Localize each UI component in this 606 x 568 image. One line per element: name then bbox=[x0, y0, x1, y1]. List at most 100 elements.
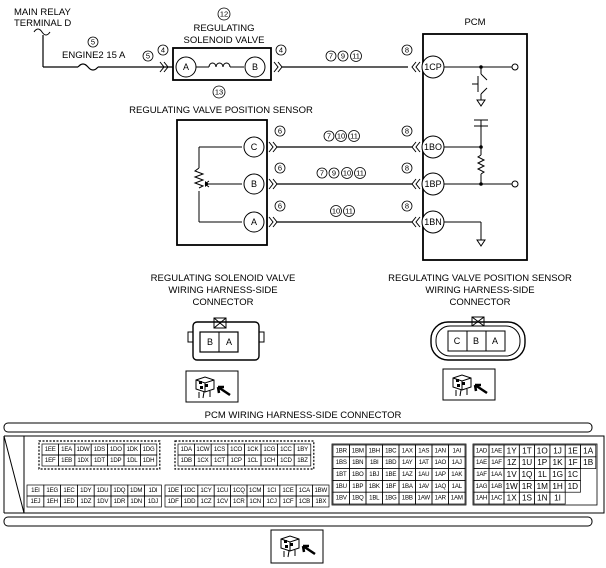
svg-text:6: 6 bbox=[278, 202, 282, 211]
pcm-pin-cell: 1CN bbox=[246, 495, 264, 508]
pcm-pin-cell: 1F bbox=[564, 456, 581, 469]
pcm-pin-cell: 1BV bbox=[332, 491, 350, 505]
svg-text:1EH: 1EH bbox=[47, 498, 58, 505]
pcm-pin-cell: 1AJ bbox=[448, 456, 466, 469]
svg-text:1CH: 1CH bbox=[264, 457, 276, 464]
sen-conn-label-3: CONNECTOR bbox=[449, 297, 510, 308]
pcm-pin-cell: 1CD bbox=[277, 454, 295, 467]
svg-text:1DY: 1DY bbox=[80, 487, 91, 494]
pcm-pin-cell: 1CX bbox=[194, 454, 212, 467]
svg-text:5: 5 bbox=[91, 38, 95, 47]
svg-text:1R: 1R bbox=[522, 482, 533, 491]
sensor-face-pin-b: B bbox=[473, 336, 479, 346]
pcm-pin-cell: 1K bbox=[549, 456, 566, 469]
pcm-pin-cell: 1EB bbox=[58, 454, 76, 467]
sol-conn-label-3: CONNECTOR bbox=[192, 297, 253, 308]
svg-text:1EE: 1EE bbox=[45, 446, 56, 453]
pcm-pin-cell: 1M bbox=[534, 480, 551, 493]
svg-text:1DA: 1DA bbox=[181, 446, 193, 453]
pcm-pin-cell: 1BR bbox=[332, 444, 350, 458]
pcm-pin-cell: 1P bbox=[534, 456, 551, 469]
svg-text:1AT: 1AT bbox=[419, 459, 430, 466]
svg-text:8: 8 bbox=[405, 127, 409, 136]
svg-text:1AY: 1AY bbox=[402, 459, 413, 466]
svg-text:1AL: 1AL bbox=[452, 483, 463, 490]
svg-text:1CT: 1CT bbox=[214, 457, 225, 464]
svg-text:1O: 1O bbox=[537, 446, 548, 455]
pcm-pin-cell: 1ED bbox=[60, 495, 78, 508]
pcm-pin-cell: 1AC bbox=[488, 491, 505, 505]
pcm-pin-cell: 1CG bbox=[260, 443, 278, 456]
pcm-pin-cell: 1EJ bbox=[26, 495, 45, 508]
pcm-pin-cell: 1BA bbox=[398, 480, 416, 493]
svg-text:B: B bbox=[252, 62, 258, 72]
svg-text:1DX: 1DX bbox=[77, 457, 88, 464]
svg-text:C: C bbox=[251, 142, 258, 152]
svg-text:1CB: 1CB bbox=[299, 498, 310, 505]
svg-text:1EC: 1EC bbox=[63, 487, 75, 494]
svg-text:1V: 1V bbox=[507, 470, 518, 479]
pcm-pin-cell: 1AI bbox=[448, 444, 466, 458]
circled-9-row3: 9 bbox=[328, 167, 340, 179]
svg-text:1BO: 1BO bbox=[352, 471, 364, 478]
svg-text:13: 13 bbox=[215, 88, 223, 97]
svg-text:1L: 1L bbox=[538, 470, 548, 479]
pcm-pin-1cp: 1CP bbox=[421, 55, 445, 79]
svg-text:1T: 1T bbox=[522, 446, 532, 455]
pcm-pin-cell: 1BS bbox=[332, 456, 350, 469]
svg-text:1EB: 1EB bbox=[61, 457, 72, 464]
svg-text:1CS: 1CS bbox=[214, 446, 225, 453]
pcm-pin-cell: 1CU bbox=[213, 484, 231, 497]
svg-text:1I: 1I bbox=[554, 494, 561, 503]
sensor-pin-c: C bbox=[243, 136, 265, 158]
pcm-pin-cell: 1EA bbox=[58, 443, 76, 456]
svg-text:1EJ: 1EJ bbox=[30, 498, 40, 505]
pcm-pin-cell: 1DJ bbox=[144, 495, 162, 508]
main-relay-wire-symbol bbox=[33, 28, 51, 36]
pcm-pin-cell: 1CQ bbox=[230, 484, 248, 497]
circled-6-row3: 6 bbox=[274, 162, 286, 174]
pcm-pin-cell: 1EG bbox=[43, 484, 61, 497]
pcm-pin-cell: 1Z bbox=[503, 456, 520, 469]
svg-text:1AU: 1AU bbox=[418, 471, 429, 478]
circled-10-row4: 10 bbox=[330, 205, 342, 217]
pcm-pin-cell: 1X bbox=[503, 491, 520, 505]
svg-text:1DI: 1DI bbox=[149, 487, 158, 494]
pcm-pin-cell: 1CI bbox=[263, 484, 281, 497]
svg-text:1CE: 1CE bbox=[282, 487, 293, 494]
svg-text:1BM: 1BM bbox=[352, 447, 364, 454]
svg-text:1W: 1W bbox=[506, 482, 519, 491]
svg-text:1AI: 1AI bbox=[452, 447, 461, 454]
svg-text:11: 11 bbox=[356, 169, 364, 178]
pcm-pin-cell: 1I bbox=[549, 491, 566, 505]
pcm-pin-cell: 1AS bbox=[415, 444, 433, 458]
pcm-pin-1bn: 1BN bbox=[421, 210, 445, 234]
svg-text:1DW: 1DW bbox=[77, 446, 90, 453]
pcm-pin-cell: 1EC bbox=[60, 484, 78, 497]
pcm-pin-cell: 1DE bbox=[164, 484, 182, 497]
pcm-pin-cell: 1EF bbox=[41, 454, 59, 467]
pcm-pin-cell: 1AQ bbox=[431, 480, 449, 493]
pcm-pin-cell: 1BG bbox=[382, 491, 400, 505]
svg-text:10: 10 bbox=[343, 169, 351, 178]
svg-text:1DO: 1DO bbox=[110, 446, 122, 453]
svg-text:1CR: 1CR bbox=[233, 498, 245, 505]
svg-text:7: 7 bbox=[320, 169, 324, 178]
pcm-pin-cell: 1CW bbox=[194, 443, 212, 456]
pcm-pin-cell: 1BE bbox=[382, 468, 400, 481]
pcm-pin-cell: 1BM bbox=[349, 444, 367, 458]
svg-text:1AK: 1AK bbox=[451, 471, 462, 478]
svg-text:1BF: 1BF bbox=[385, 483, 396, 490]
svg-text:1CJ: 1CJ bbox=[266, 498, 276, 505]
circled-5: 5 bbox=[142, 50, 154, 62]
pcm-pin-cell: 1BH bbox=[365, 444, 383, 458]
pcm-pin-cell: 1DV bbox=[93, 495, 112, 508]
pcm-pin-cell: 1DR bbox=[110, 495, 129, 508]
pcm-pin-cell: 1U bbox=[518, 456, 535, 469]
fuse-circled-number: 5 bbox=[87, 36, 99, 48]
pcm-pin-cell: 1AE bbox=[473, 456, 490, 469]
pcm-pin-cell: 1O bbox=[534, 444, 551, 458]
pcm-pin-cell: 1DY bbox=[77, 484, 95, 497]
svg-text:1AE: 1AE bbox=[476, 459, 487, 466]
